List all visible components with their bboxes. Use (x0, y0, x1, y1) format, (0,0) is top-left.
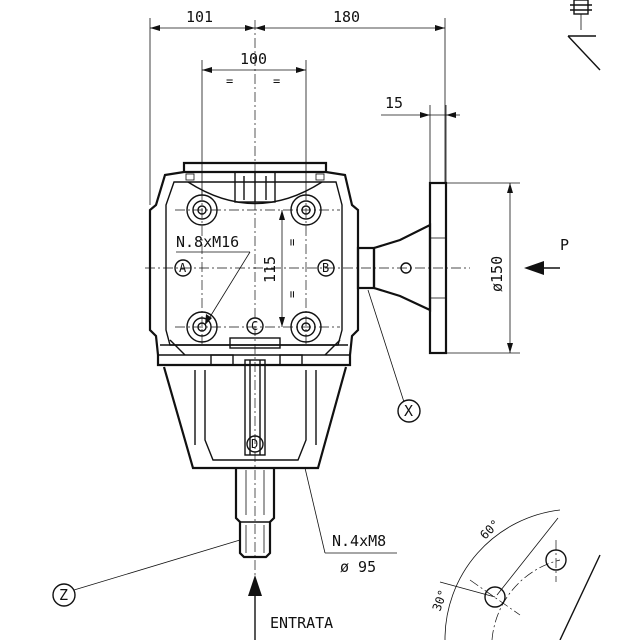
callout-n4xm8: N.4xM8 (332, 532, 386, 550)
face-label-d: D (246, 435, 264, 453)
dimension-bolt-spacing-horizontal: 100 = = (201, 50, 307, 195)
face-label-b: B (317, 259, 335, 277)
label-entrata: ENTRATA (270, 614, 333, 632)
callout-n8xm16: N.8xM16 (176, 233, 239, 251)
callout-bottom-bolts: N.4xM8 ø 95 (304, 467, 397, 576)
svg-text:C: C (251, 319, 258, 333)
label-p: P (560, 236, 569, 254)
equal-mark-right: = (273, 74, 280, 88)
dimension-180: 180 (333, 8, 360, 26)
face-label-a: A (174, 259, 192, 277)
angle-30: 30° (430, 588, 451, 613)
equal-mark-left: = (226, 74, 233, 88)
dimension-flange-diameter: ø150 (446, 182, 520, 354)
bolt-pattern-detail: 60° 30° (430, 509, 601, 640)
svg-text:A: A (179, 261, 187, 275)
equal-mark-lower: = (285, 291, 299, 298)
dimension-overall-width: 101 180 (149, 8, 446, 205)
svg-text:D: D (251, 437, 258, 451)
dimension-100: 100 (240, 50, 267, 68)
dimension-150-diameter: ø150 (488, 256, 506, 292)
angle-60: 60° (477, 517, 502, 542)
face-label-c: C (246, 317, 264, 335)
input-arrow-entrata: ENTRATA (248, 575, 333, 640)
equal-mark-upper: = (285, 239, 299, 246)
svg-text:B: B (322, 261, 329, 275)
shaft-label-x: X (367, 289, 421, 423)
callout-diameter-95: ø 95 (340, 558, 376, 576)
dimension-115: 115 (261, 256, 279, 283)
svg-text:X: X (404, 402, 413, 420)
output-flange (356, 181, 448, 355)
center-lines (145, 20, 470, 600)
partial-view-top-right (567, 0, 601, 71)
callout-top-bolts: N.8xM16 (176, 233, 251, 326)
dimension-flange-thickness: 15 (381, 94, 460, 183)
dimension-101: 101 (186, 8, 213, 26)
bolt-hole-bottom-left (186, 311, 218, 343)
output-arrow-p: P (524, 236, 569, 275)
lower-housing (162, 359, 348, 470)
bolt-hole-bottom-right (290, 311, 322, 343)
svg-text:Z: Z (59, 586, 68, 604)
gearbox-housing (148, 161, 360, 367)
dimension-15: 15 (385, 94, 403, 112)
dimension-bolt-spacing-vertical: 115 = = (261, 210, 299, 327)
shaft-label-z: Z (52, 539, 241, 607)
input-shaft (234, 468, 276, 559)
